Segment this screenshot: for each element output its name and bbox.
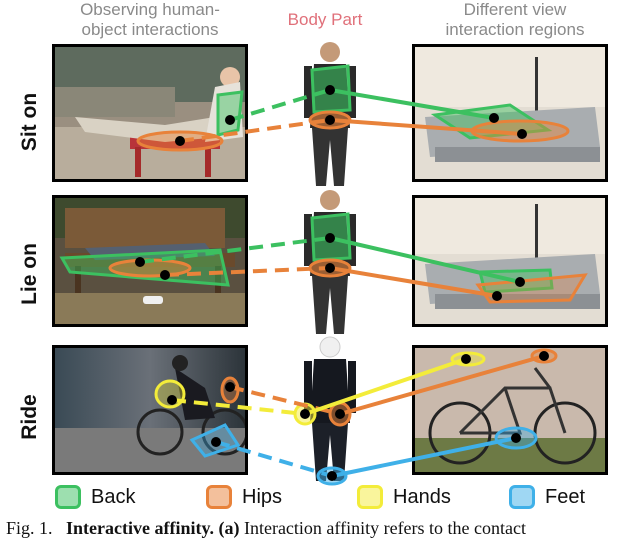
- header-observing: Observing human- object interactions: [80, 0, 220, 39]
- caption-prefix: Fig. 1.: [6, 518, 53, 538]
- photo-ride-observed: [52, 345, 248, 475]
- feet-swatch: [509, 485, 535, 509]
- photo-ride-target: [412, 345, 608, 475]
- figure-caption: Fig. 1. Interactive affinity. (a) Intera…: [6, 518, 636, 539]
- legend-label-hands: Hands: [393, 485, 451, 508]
- body-figure-ride: [300, 335, 360, 490]
- caption-bold: Interactive affinity. (a): [66, 518, 240, 538]
- row-label-sit-on: Sit on: [18, 92, 41, 152]
- header-different-view: Different view interaction regions: [445, 0, 585, 39]
- person-silhouette: [304, 42, 356, 186]
- hands-swatch: [357, 485, 383, 509]
- header-body-part: Body Part: [287, 10, 363, 29]
- sofa-image: [415, 198, 605, 324]
- row-label-lie-on: Lie on: [18, 243, 41, 305]
- sit-on-scene-image: [55, 47, 245, 179]
- ride-scene-image: [55, 348, 245, 472]
- photo-lie-on-observed: [52, 195, 248, 327]
- legend-label-back: Back: [91, 485, 136, 508]
- person-silhouette: [304, 190, 356, 334]
- legend-hips: Hips: [206, 482, 282, 512]
- legend-label-hips: Hips: [242, 485, 283, 508]
- hips-swatch: [206, 485, 232, 509]
- body-figure-lie-on: [300, 188, 360, 343]
- legend-hands: Hands: [357, 482, 451, 512]
- legend-label-feet: Feet: [545, 485, 586, 508]
- photo-lie-on-target: [412, 195, 608, 327]
- row-label-ride: Ride: [18, 394, 41, 440]
- person-silhouette: [304, 336, 356, 481]
- caption-text: Interaction affinity refers to the conta…: [243, 518, 527, 538]
- photo-sit-on-target: [412, 44, 608, 182]
- bicycle-image: [415, 348, 605, 472]
- photo-sit-on-observed: [52, 44, 248, 182]
- legend-feet: Feet: [509, 482, 585, 512]
- body-figure-sit-on: [300, 40, 360, 195]
- lie-on-scene-image: [55, 198, 245, 324]
- sofa-image: [415, 47, 605, 179]
- back-swatch: [55, 485, 81, 509]
- legend-back: Back: [55, 482, 135, 512]
